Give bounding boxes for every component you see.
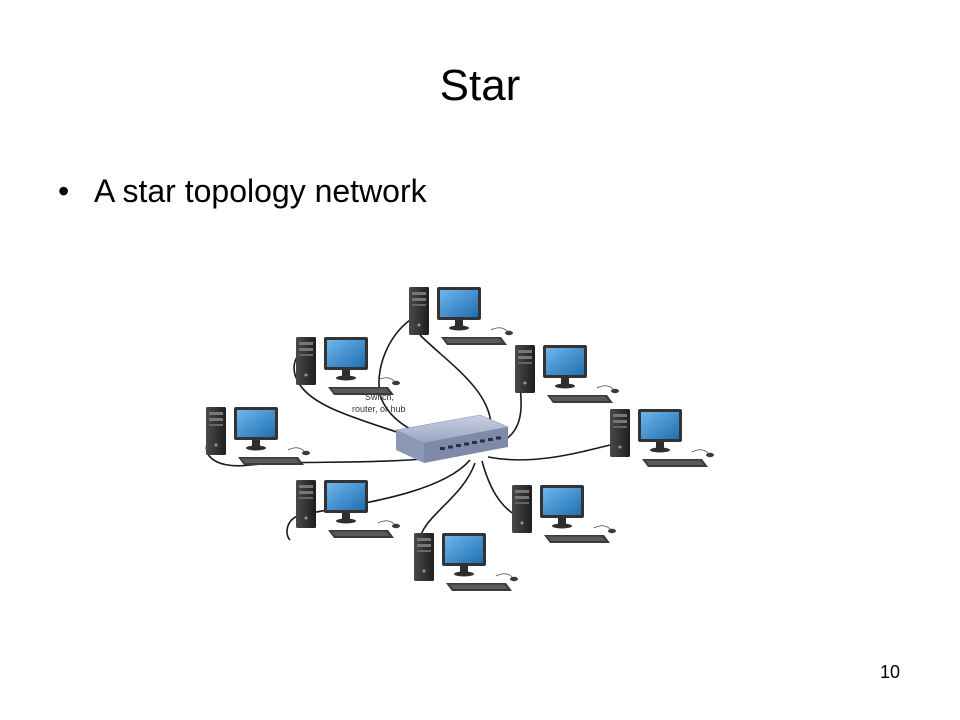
desktop-computer-icon (408, 286, 514, 346)
network-switch-icon (395, 414, 510, 463)
hub-label-line-2: router, or hub (352, 404, 406, 414)
desktop-computer-icon (205, 406, 311, 466)
desktop-computer-icon (511, 484, 617, 544)
slide-title: Star (439, 61, 521, 110)
star-topology-diagram: Switch, router, or hub (205, 286, 715, 592)
desktop-computer-icon (514, 344, 620, 404)
desktop-computer-icon (413, 532, 519, 592)
desktop-computer-icon (609, 408, 715, 468)
desktop-computer-icon (295, 479, 401, 539)
bullet-mark: • (58, 173, 70, 209)
bullet-item: • A star topology network (58, 172, 427, 210)
bullet-text: A star topology network (94, 173, 427, 209)
hub-label-line-1: Switch, (365, 392, 394, 402)
desktop-computer-icon (295, 336, 401, 396)
slide-number: 10 (879, 662, 900, 682)
